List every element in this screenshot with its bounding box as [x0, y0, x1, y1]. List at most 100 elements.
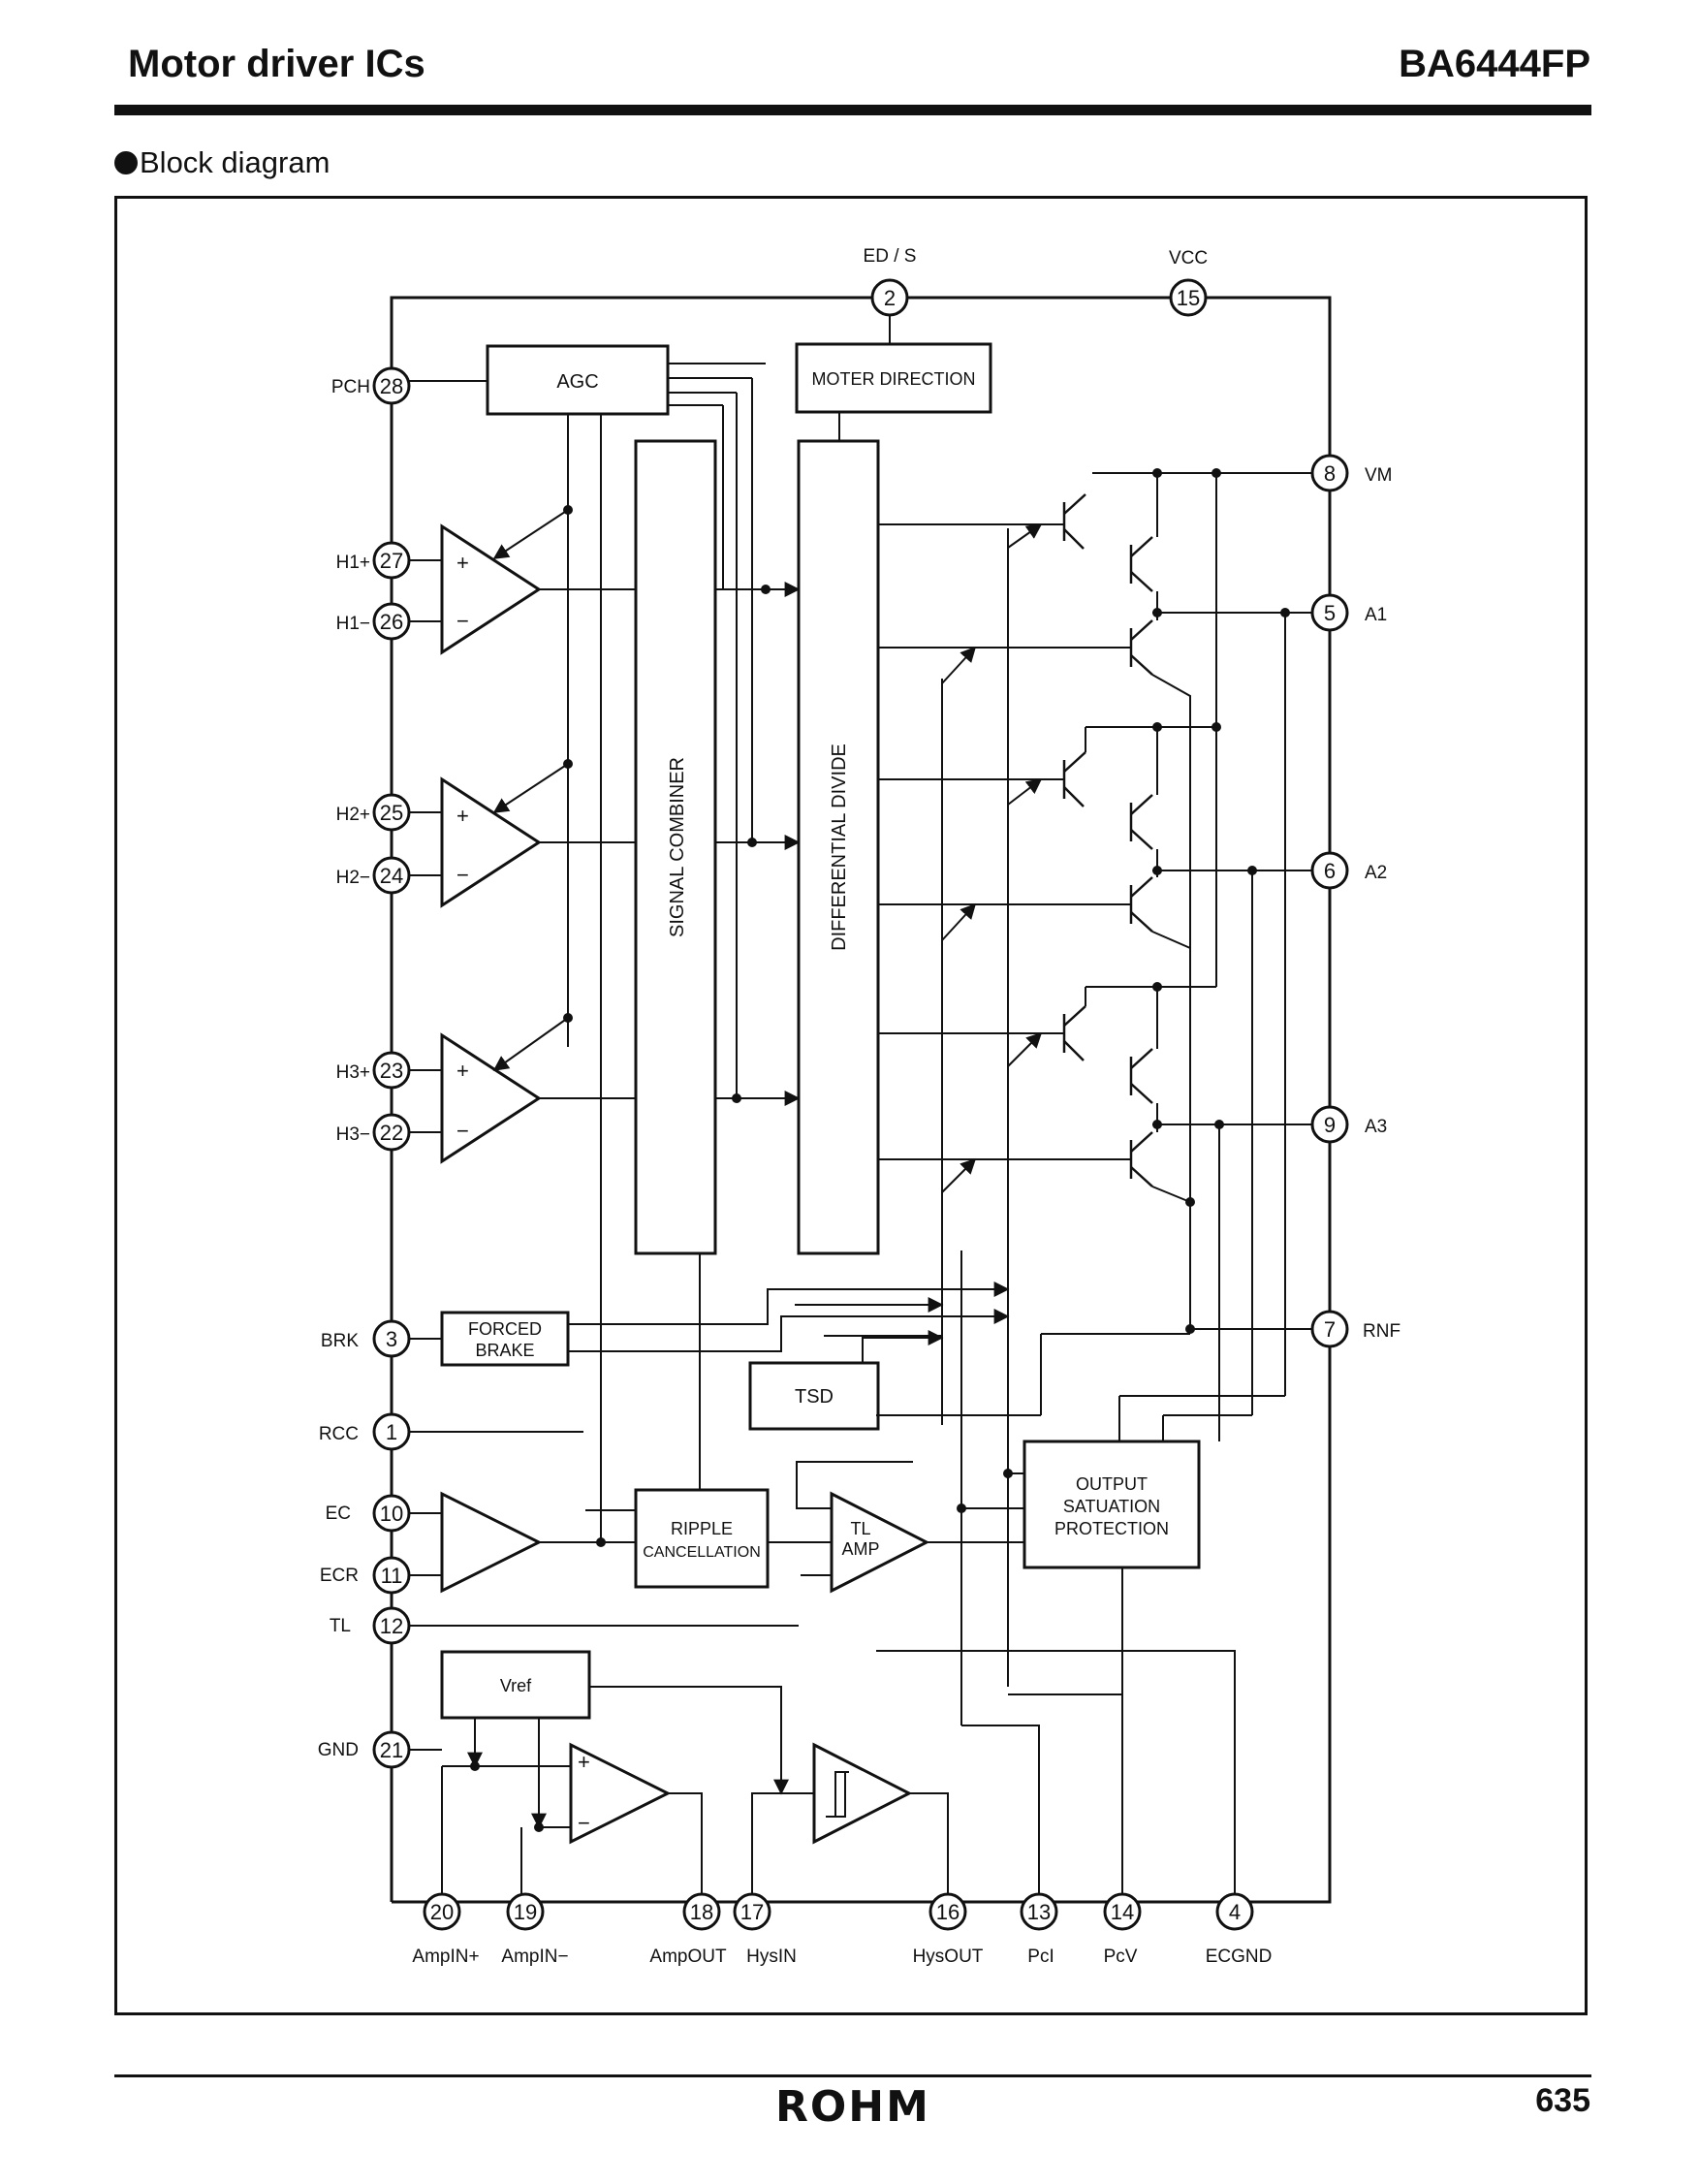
svg-text:17: 17 — [740, 1900, 764, 1924]
svg-text:AmpIN+: AmpIN+ — [412, 1947, 479, 1967]
svg-text:11: 11 — [381, 1564, 403, 1588]
ic-outline — [390, 296, 1332, 1904]
op-amp — [569, 1742, 672, 1845]
hall-comparator-3 — [440, 1032, 542, 1164]
svg-text:PCH: PCH — [331, 377, 370, 397]
svg-text:16: 16 — [936, 1900, 960, 1924]
svg-text:7: 7 — [1324, 1317, 1336, 1342]
svg-text:28: 28 — [380, 374, 403, 398]
svg-text:VCC: VCC — [1169, 248, 1208, 269]
hall1-minus-label: − — [456, 609, 469, 633]
svg-text:5: 5 — [1324, 601, 1336, 625]
svg-text:OUTPUT: OUTPUT — [1076, 1474, 1148, 1494]
svg-text:2: 2 — [884, 286, 896, 310]
svg-text:3: 3 — [386, 1327, 397, 1351]
svg-text:BRAKE: BRAKE — [475, 1341, 534, 1360]
pin-13: 13 — [1020, 1892, 1058, 1931]
svg-text:EC: EC — [326, 1503, 351, 1524]
opamp-minus-label: − — [578, 1811, 590, 1835]
hall2-plus-label: + — [456, 804, 469, 828]
svg-text:FORCED: FORCED — [468, 1319, 542, 1339]
wiring — [405, 312, 1316, 1902]
svg-text:TSD: TSD — [795, 1386, 834, 1408]
hysteresis-icon — [826, 1771, 849, 1818]
pin-6: 6 — [1310, 851, 1349, 890]
svg-text:VM: VM — [1365, 465, 1393, 486]
svg-text:15: 15 — [1177, 286, 1200, 310]
svg-text:RIPPLE: RIPPLE — [671, 1519, 733, 1538]
header-section: Motor driver ICs — [128, 43, 425, 85]
rohm-logo: ROHM — [775, 2082, 930, 2132]
svg-text:9: 9 — [1324, 1113, 1336, 1137]
pin-4: 4 — [1215, 1892, 1254, 1931]
svg-text:BRK: BRK — [321, 1331, 359, 1351]
svg-text:13: 13 — [1027, 1900, 1051, 1924]
svg-text:A2: A2 — [1365, 863, 1387, 883]
svg-text:20: 20 — [430, 1900, 454, 1924]
svg-text:6: 6 — [1324, 859, 1336, 883]
svg-text:22: 22 — [380, 1121, 403, 1145]
page-number: 635 — [1535, 2082, 1590, 2119]
tl-amp-label-2: AMP — [841, 1539, 879, 1559]
svg-text:ECGND: ECGND — [1206, 1947, 1273, 1967]
pin-11: 11 — [372, 1556, 411, 1595]
svg-text:A3: A3 — [1365, 1117, 1387, 1137]
pin-1: 1 — [372, 1412, 411, 1451]
diagram-frame — [114, 196, 1588, 2015]
svg-text:HysOUT: HysOUT — [913, 1947, 984, 1967]
pin-5: 5 — [1310, 593, 1349, 632]
svg-text:PcV: PcV — [1104, 1947, 1138, 1967]
pin-15: 15 — [1169, 278, 1208, 317]
footer-rule — [114, 2074, 1591, 2077]
output-transistors — [1062, 493, 1153, 1187]
svg-text:ECR: ECR — [320, 1566, 359, 1586]
svg-text:H3+: H3+ — [336, 1062, 370, 1083]
ec-amp — [440, 1491, 543, 1594]
pin-26: 26 — [372, 602, 411, 641]
pin-17: 17 — [733, 1892, 771, 1931]
pin-12: 12 — [372, 1606, 411, 1645]
svg-text:H2−: H2− — [336, 868, 370, 888]
pin-25: 25 — [372, 793, 411, 832]
opamp-plus-label: + — [578, 1750, 590, 1774]
hall1-plus-label: + — [456, 551, 469, 575]
svg-text:10: 10 — [380, 1502, 403, 1526]
svg-text:8: 8 — [1324, 461, 1336, 486]
vref-block: Vref — [440, 1650, 591, 1720]
svg-text:12: 12 — [380, 1614, 403, 1638]
svg-text:1: 1 — [386, 1420, 397, 1444]
svg-text:Vref: Vref — [500, 1676, 532, 1695]
pin-22: 22 — [372, 1113, 411, 1152]
pin-23: 23 — [372, 1051, 411, 1090]
svg-text:SIGNAL COMBINER: SIGNAL COMBINER — [667, 757, 688, 937]
pin-3: 3 — [372, 1319, 411, 1358]
svg-text:CANCELLATION: CANCELLATION — [643, 1544, 761, 1561]
pin-2: 2 — [870, 278, 909, 317]
junction-dots — [470, 468, 1290, 1832]
ripple-cancellation-block: RIPPLE CANCELLATION — [634, 1488, 770, 1589]
svg-text:H3−: H3− — [336, 1124, 370, 1145]
hall3-minus-label: − — [456, 1119, 469, 1143]
section-title: Block diagram — [114, 145, 330, 180]
svg-text:RNF: RNF — [1363, 1321, 1400, 1342]
differential-divide-block: DIFFERENTIAL DIVIDE — [797, 439, 880, 1255]
pin-8: 8 — [1310, 454, 1349, 492]
svg-text:H2+: H2+ — [336, 805, 370, 825]
hall-comparator-1 — [440, 523, 542, 655]
svg-text:TL: TL — [330, 1616, 351, 1636]
bullet-icon — [114, 151, 138, 174]
hall-comparator-2 — [440, 776, 542, 908]
svg-text:H1−: H1− — [336, 614, 370, 634]
svg-text:HysIN: HysIN — [746, 1947, 797, 1967]
pin-19: 19 — [506, 1892, 545, 1931]
pin-10: 10 — [372, 1494, 411, 1533]
svg-text:PROTECTION: PROTECTION — [1054, 1519, 1169, 1538]
pin-24: 24 — [372, 856, 411, 895]
svg-text:25: 25 — [380, 801, 403, 825]
svg-text:PcI: PcI — [1027, 1947, 1054, 1967]
svg-text:24: 24 — [380, 864, 403, 888]
motor-direction-block: MOTER DIRECTION — [795, 342, 992, 414]
svg-text:19: 19 — [514, 1900, 537, 1924]
hysteresis-comparator — [812, 1742, 913, 1845]
signal-arrows — [467, 509, 1043, 1829]
